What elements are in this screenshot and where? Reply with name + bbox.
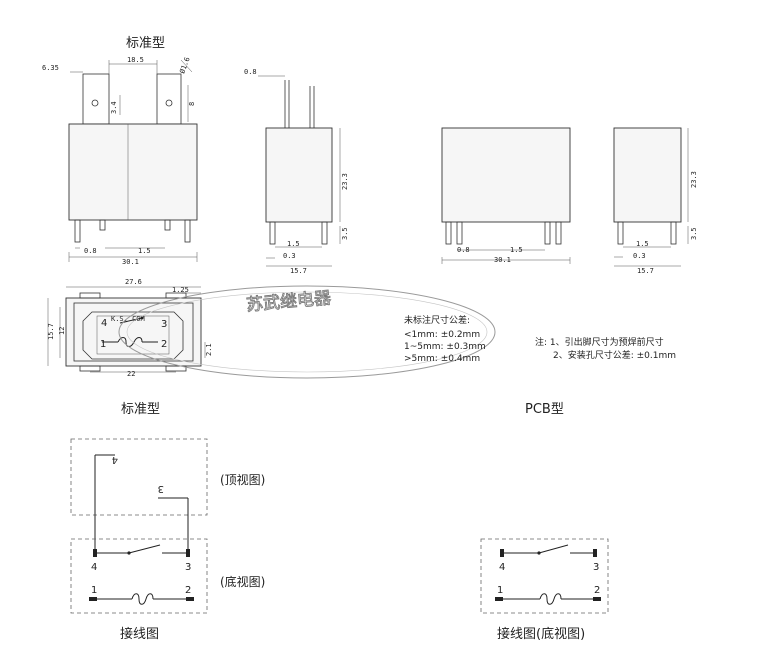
- pin-label-1: 1: [100, 339, 106, 350]
- pcb-side-view: [613, 127, 689, 267]
- dim-1-5-b: 1.5: [287, 240, 300, 248]
- wiring-pin-1: 1: [91, 585, 97, 596]
- dim-23-3-a: 23.3: [341, 173, 349, 190]
- dim-27-6: 27.6: [125, 278, 142, 286]
- dim-18-5: 18.5: [127, 56, 144, 64]
- dim-15-7-a: 15.7: [290, 267, 307, 275]
- pin-marking: K.S. COM: [111, 315, 145, 323]
- heading-wiring: 接线图: [120, 626, 159, 642]
- wiring-pin-2: 2: [185, 585, 191, 596]
- dim-1-5-c: 1.5: [510, 246, 523, 254]
- pcb-wiring-pin-4: 4: [499, 562, 505, 573]
- dim-15-7-b: 15.7: [637, 267, 654, 275]
- tolerance-line-3: >5mm: ±0.4mm: [404, 354, 480, 364]
- dim-3-5-b: 3.5: [690, 227, 698, 240]
- dim-dia-1-6: Ø1.6: [178, 56, 191, 75]
- standard-front-view: [68, 59, 198, 262]
- pcb-front-view: [441, 127, 571, 264]
- label-bottom-view: (底视图): [220, 574, 265, 589]
- pin-label-2: 2: [161, 339, 167, 350]
- dim-12: 12: [58, 327, 66, 335]
- dim-22: 22: [127, 370, 135, 378]
- pcb-wiring-pin-3: 3: [593, 562, 599, 573]
- pcb-wiring-pin-1: 1: [497, 585, 503, 596]
- watermark-logo: [118, 285, 496, 379]
- dim-30-1-a: 30.1: [122, 258, 139, 266]
- tolerance-title: 未标注尺寸公差:: [404, 314, 470, 326]
- pin-label-3: 3: [161, 319, 167, 330]
- dim-1-25: 1.25: [172, 286, 189, 294]
- top-view-pin-4: 4: [112, 454, 118, 465]
- note-line-2: 2、安装孔尺寸公差: ±0.1mm: [553, 349, 676, 361]
- wiring-pcb-view: [480, 538, 609, 614]
- dim-30-1-b: 30.1: [494, 256, 511, 264]
- pin-label-4: 4: [101, 318, 107, 329]
- pcb-wiring-pin-2: 2: [594, 585, 600, 596]
- dim-3-4: 3.4: [110, 101, 118, 114]
- dim-8: 8: [188, 102, 196, 106]
- dim-23-3-b: 23.3: [690, 171, 698, 188]
- dim-1-5-a: 1.5: [138, 247, 151, 255]
- wiring-pin-3: 3: [185, 562, 191, 573]
- tolerance-line-1: <1mm: ±0.2mm: [404, 330, 480, 340]
- dim-0-3-a: 0.3: [283, 252, 296, 260]
- dim-15-7-c: 15.7: [47, 323, 55, 340]
- dim-0-3-b: 0.3: [633, 252, 646, 260]
- heading-pcb: PCB型: [525, 402, 564, 417]
- top-view-pin-3: 3: [158, 483, 164, 494]
- wiring-top-view: [70, 438, 208, 550]
- heading-standard-top: 标准型: [126, 36, 165, 51]
- dim-0-8-c: 0.8: [457, 246, 470, 254]
- label-top-view: (顶视图): [220, 472, 265, 487]
- wiring-pin-4: 4: [91, 562, 97, 573]
- heading-standard-bottom: 标准型: [121, 402, 160, 417]
- standard-bottom-view: [47, 286, 206, 373]
- wiring-bottom-view: [70, 538, 208, 614]
- dim-6-35: 6.35: [42, 64, 59, 72]
- dim-0-8-a: 0.8: [84, 247, 97, 255]
- watermark-text: 苏武继电器: [245, 288, 331, 315]
- dim-3-5-a: 3.5: [341, 227, 349, 240]
- note-line-1: 注: 1、引出脚尺寸为预焊前尺寸: [535, 336, 664, 348]
- dim-1-5-d: 1.5: [636, 240, 649, 248]
- heading-wiring-pcb: 接线图(底视图): [497, 626, 585, 642]
- dim-2-1: 2.1: [205, 343, 213, 356]
- tolerance-line-2: 1~5mm: ±0.3mm: [404, 342, 486, 352]
- dim-0-8-b: 0.8: [244, 68, 257, 76]
- standard-side-view: [258, 75, 341, 267]
